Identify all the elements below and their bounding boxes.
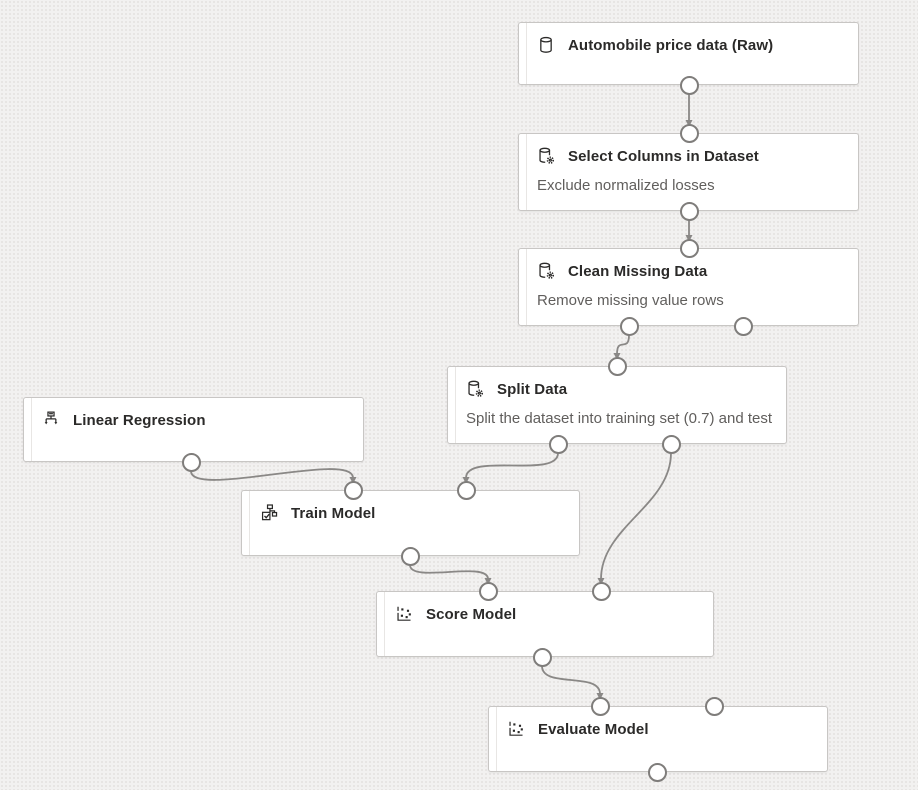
node-title: Automobile price data (Raw)	[568, 36, 774, 54]
port-select-out[interactable]	[679, 201, 699, 221]
edge-score-out-to-evaluate-in-left	[541, 665, 604, 700]
node-content: Evaluate Model	[489, 707, 827, 739]
node-accent-strip	[448, 367, 456, 443]
database-gear-icon	[466, 380, 484, 398]
port-automobile-out[interactable]	[679, 75, 699, 95]
node-accent-strip	[242, 491, 250, 555]
port-clean-out-left[interactable]	[619, 316, 639, 336]
port-split-out-left[interactable]	[548, 434, 568, 454]
node-evaluate-model[interactable]: Evaluate Model	[488, 706, 828, 772]
node-accent-strip	[519, 134, 527, 210]
node-linear-regression[interactable]: Linear Regression	[23, 397, 364, 462]
port-split-out-right[interactable]	[661, 434, 681, 454]
train-model-icon	[260, 504, 278, 522]
node-subtitle: Exclude normalized losses	[537, 177, 715, 194]
port-score-in-left[interactable]	[478, 581, 498, 601]
node-content: Score Model	[377, 592, 713, 624]
node-accent-strip	[377, 592, 385, 656]
node-title: Linear Regression	[73, 411, 206, 429]
port-score-out[interactable]	[532, 647, 552, 667]
port-split-in[interactable]	[607, 356, 627, 376]
node-content: Linear Regression	[24, 398, 363, 430]
node-train-model[interactable]: Train Model	[241, 490, 580, 556]
port-clean-out-right[interactable]	[733, 316, 753, 336]
edge-linear-out-to-train-in-left	[190, 468, 357, 484]
database-gear-icon	[537, 262, 555, 280]
node-title: Score Model	[426, 605, 517, 623]
node-automobile-price-data[interactable]: Automobile price data (Raw)	[518, 22, 859, 85]
port-train-out[interactable]	[400, 546, 420, 566]
node-title: Split Data	[497, 380, 568, 398]
database-icon	[537, 36, 555, 54]
scatter-chart-icon	[395, 605, 413, 623]
database-gear-icon	[537, 147, 555, 165]
port-evaluate-out[interactable]	[647, 762, 667, 782]
scatter-chart-icon	[507, 720, 525, 738]
node-content: Train Model	[242, 491, 579, 523]
node-subtitle: Remove missing value rows	[537, 292, 724, 309]
node-accent-strip	[519, 249, 527, 325]
port-score-in-right[interactable]	[591, 581, 611, 601]
edge-train-out-to-score-in-left	[409, 564, 492, 585]
node-subtitle: Split the dataset into training set (0.7…	[466, 410, 773, 427]
edge-split-out-right-to-score-in-right	[597, 452, 672, 585]
port-linear-out[interactable]	[181, 452, 201, 472]
node-accent-strip	[24, 398, 32, 461]
port-evaluate-in-right[interactable]	[704, 696, 724, 716]
edge-split-out-left-to-train-in-right	[462, 452, 559, 484]
node-title: Clean Missing Data	[568, 262, 708, 280]
node-accent-strip	[489, 707, 497, 771]
node-accent-strip	[519, 23, 527, 84]
port-select-in[interactable]	[679, 123, 699, 143]
port-evaluate-in-left[interactable]	[590, 696, 610, 716]
port-train-in-right[interactable]	[456, 480, 476, 500]
node-title: Select Columns in Dataset	[568, 147, 759, 165]
edge-clean-out-left-to-split-in	[613, 334, 630, 360]
port-train-in-left[interactable]	[343, 480, 363, 500]
port-clean-in[interactable]	[679, 238, 699, 258]
node-content: Automobile price data (Raw)	[519, 23, 858, 55]
node-title: Evaluate Model	[538, 720, 649, 738]
node-score-model[interactable]: Score Model	[376, 591, 714, 657]
algorithm-icon	[42, 411, 60, 429]
node-title: Train Model	[291, 504, 376, 522]
